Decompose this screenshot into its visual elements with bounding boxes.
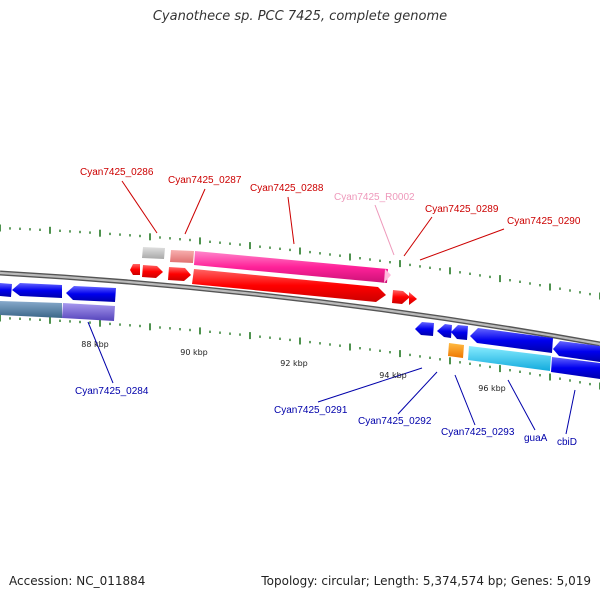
reverse-arrow-right-4[interactable] <box>470 328 553 353</box>
tick-label: 94 kbp <box>379 371 407 380</box>
gene-label-cyan7425-r0002[interactable]: Cyan7425_R0002 <box>334 192 415 203</box>
forward-arrow-2[interactable] <box>142 265 163 278</box>
forward-arrow-4[interactable] <box>192 269 386 302</box>
gene-guaa-shape[interactable] <box>468 346 551 371</box>
reverse-arrow-right-2[interactable] <box>437 324 452 338</box>
gene-cyan7425-0292-shape[interactable] <box>448 343 464 358</box>
gene-labels: Cyan7425_0286 Cyan7425_0287 Cyan7425_028… <box>75 167 581 448</box>
reverse-block-left-purple[interactable] <box>62 303 115 321</box>
gene-label-cyan7425-0291[interactable]: Cyan7425_0291 <box>274 405 348 416</box>
tick-label: 90 kbp <box>180 348 208 357</box>
gene-label-cbid[interactable]: cbiD <box>557 437 577 448</box>
forward-genes-outer <box>142 247 391 283</box>
reverse-genes-right <box>415 322 600 379</box>
gene-cyan7425-0288-shape[interactable] <box>194 251 388 283</box>
reverse-arrow-left-3[interactable] <box>66 286 116 302</box>
reverse-arrow-left-2[interactable] <box>12 283 62 298</box>
gene-label-cyan7425-0284[interactable]: Cyan7425_0284 <box>75 386 149 397</box>
gene-label-cyan7425-0293[interactable]: Cyan7425_0293 <box>441 427 515 438</box>
tick-label: 92 kbp <box>280 359 308 368</box>
accession-text: Accession: NC_011884 <box>9 574 146 588</box>
gene-label-guaa[interactable]: guaA <box>524 433 548 444</box>
genome-backbone <box>0 270 600 347</box>
tick-label: 88 kbp <box>81 340 109 349</box>
gene-label-cyan7425-0288[interactable]: Cyan7425_0288 <box>250 183 324 194</box>
forward-arrow-1[interactable] <box>130 264 140 275</box>
reverse-arrow-right-5[interactable] <box>553 341 600 362</box>
gene-label-cyan7425-0290[interactable]: Cyan7425_0290 <box>507 216 581 227</box>
genome-summary-text: Topology: circular; Length: 5,374,574 bp… <box>261 574 591 588</box>
forward-genes-inner <box>130 264 417 305</box>
gene-label-cyan7425-0292[interactable]: Cyan7425_0292 <box>358 416 432 427</box>
gene-label-cyan7425-0286[interactable]: Cyan7425_0286 <box>80 167 154 178</box>
gene-cbid-shape[interactable] <box>551 357 600 379</box>
forward-arrow-5[interactable] <box>392 290 410 304</box>
upper-tick-row <box>0 224 600 300</box>
reverse-arrow-left-1[interactable] <box>0 283 12 297</box>
gene-cyan7425-0284-shape[interactable] <box>0 301 62 318</box>
label-leader-lines <box>87 180 576 435</box>
reverse-arrow-right-1[interactable] <box>415 322 434 336</box>
lower-tick-row <box>0 314 600 390</box>
gene-cyan7425-r0002-shape[interactable] <box>384 269 391 283</box>
gene-label-cyan7425-0289[interactable]: Cyan7425_0289 <box>425 204 499 215</box>
map-title: Cyanothece sp. PCC 7425, complete genome <box>152 9 448 24</box>
tick-label: 96 kbp <box>478 384 506 393</box>
forward-arrow-3[interactable] <box>168 267 191 281</box>
scale-labels: 88 kbp 90 kbp 92 kbp 94 kbp 96 kbp <box>81 340 506 393</box>
reverse-genes-left <box>0 283 116 321</box>
reverse-arrow-right-3[interactable] <box>451 325 468 340</box>
gene-cyan7425-0287-shape[interactable] <box>170 250 194 263</box>
gene-cyan7425-0286-shape[interactable] <box>142 247 165 259</box>
forward-arrow-6[interactable] <box>409 292 417 305</box>
gene-label-cyan7425-0287[interactable]: Cyan7425_0287 <box>168 175 242 186</box>
